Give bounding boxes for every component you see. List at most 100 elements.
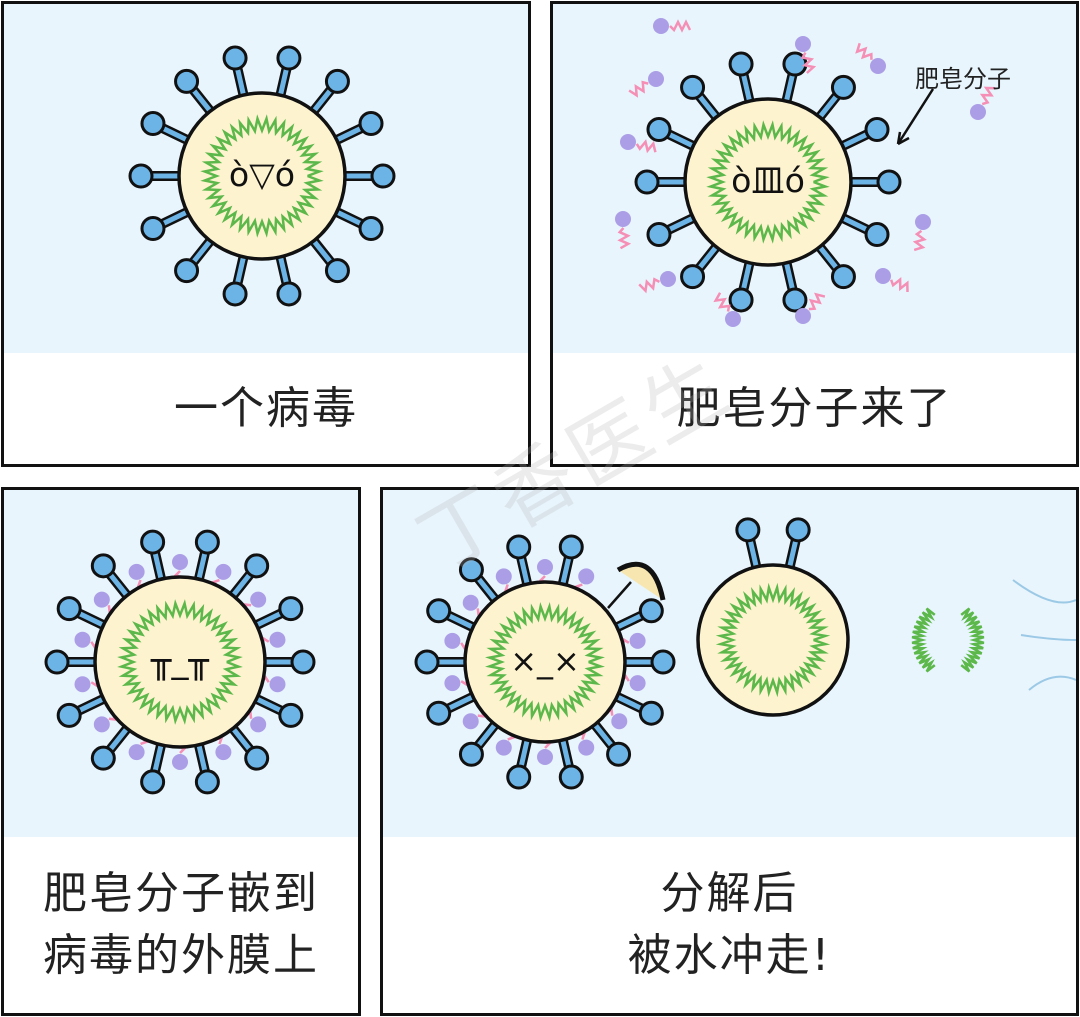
spike-head [140,529,166,555]
face: ò皿ó [731,161,805,200]
virus-illustration: ò▽ó [4,4,528,353]
spike-stem [157,209,190,228]
spike-head [276,45,302,71]
soap-molecule-head [725,311,741,327]
spike-stem [230,725,255,755]
spike-head [680,74,706,100]
spike-stem [592,722,617,751]
membrane [696,563,850,717]
spike-head [634,169,660,195]
soap-molecule-head [615,211,631,227]
spike-head [638,598,664,624]
soap-tail [912,229,927,252]
spike-stem [663,215,696,234]
spike-head [864,117,890,143]
caption-line: 一个病毒 [174,382,358,434]
spike-head [222,281,248,307]
spike-stem [817,91,841,120]
membrane [93,575,267,749]
soap-molecule-head [537,559,553,575]
soap-molecule-head [93,716,110,733]
soap-molecule-head [462,713,479,730]
spike-head [735,517,761,543]
membrane [683,97,853,267]
soap-tail [713,292,731,312]
spike-head [128,163,154,189]
spike-head [558,534,584,560]
spike-head [44,649,70,675]
face: ò▽ó [229,155,295,194]
spike-stem [254,696,287,715]
water-flow-line [1028,675,1076,691]
spike-head [458,557,484,583]
spike-stem [334,209,367,228]
spike-stem [840,130,873,149]
spike-stem [783,260,796,295]
virus: ╥_╥ [44,529,316,795]
spike-stem [817,244,841,273]
spike-head [194,529,220,555]
spike-head [324,258,350,284]
soap-tail [800,52,817,74]
spike-stem [518,737,530,772]
spike-stem [277,63,290,98]
soap-molecule-head [795,36,811,52]
spike-head [646,117,672,143]
soap-molecule-head [653,18,669,34]
soap-molecule-head [870,58,886,74]
spike-stem [189,85,213,114]
arrow-icon [607,581,632,609]
spike-stem [518,552,530,587]
water-flow-line [1020,634,1076,641]
spike-stem [747,535,759,570]
soap-arrives-illustration: ò皿ó 肥皂分子 [553,4,1076,353]
spike-stem [560,552,572,587]
water-flow-line [1012,579,1076,604]
virus-broken-illustration: ×_× [383,490,1076,837]
spike-head [56,702,82,728]
caption-line: 病毒的外膜上 [43,930,319,981]
soap-molecule-head [648,71,664,87]
spike-head [174,68,200,94]
spike-stem [254,609,287,628]
spike-stem [443,694,476,713]
spike-stem [73,609,106,628]
spike-head [370,163,396,189]
soap-molecule-head [611,713,628,730]
soap-molecule-head [462,594,479,611]
spike-stem [473,573,498,602]
spike-head [458,741,484,767]
spike-head [864,221,890,247]
soap-molecule-head [93,591,110,608]
panel-soap-arrives: ò皿ó 肥皂分子 肥皂分子来了 [550,1,1079,467]
soap-molecule-head [495,568,512,585]
spike-stem [105,725,130,755]
spike-head [244,553,270,579]
spike-head [506,764,532,790]
spike-head [278,702,304,728]
soap-molecule-head [620,134,636,150]
spike-head [426,700,452,726]
spike-head [90,745,116,771]
spike-head [244,745,270,771]
spike-head [56,596,82,622]
membrane [177,91,347,261]
spike-stem [443,611,476,630]
spike-head [358,111,384,137]
soap-molecule-head [250,716,267,733]
soap-molecule-head [970,104,986,120]
soap-tail [628,80,649,98]
rna [200,114,324,238]
soap-molecule-head [495,739,512,756]
spike-head [222,45,248,71]
spike-head [646,221,672,247]
soap-molecule-head [74,631,91,648]
arrow-icon [896,88,935,145]
spike-head [140,215,166,241]
membrane-fragment [616,561,666,601]
soap-molecule-head [250,591,267,608]
spike-stem [196,547,209,582]
soap-tail [808,292,826,311]
spike-stem [234,63,247,98]
membrane [463,580,627,744]
